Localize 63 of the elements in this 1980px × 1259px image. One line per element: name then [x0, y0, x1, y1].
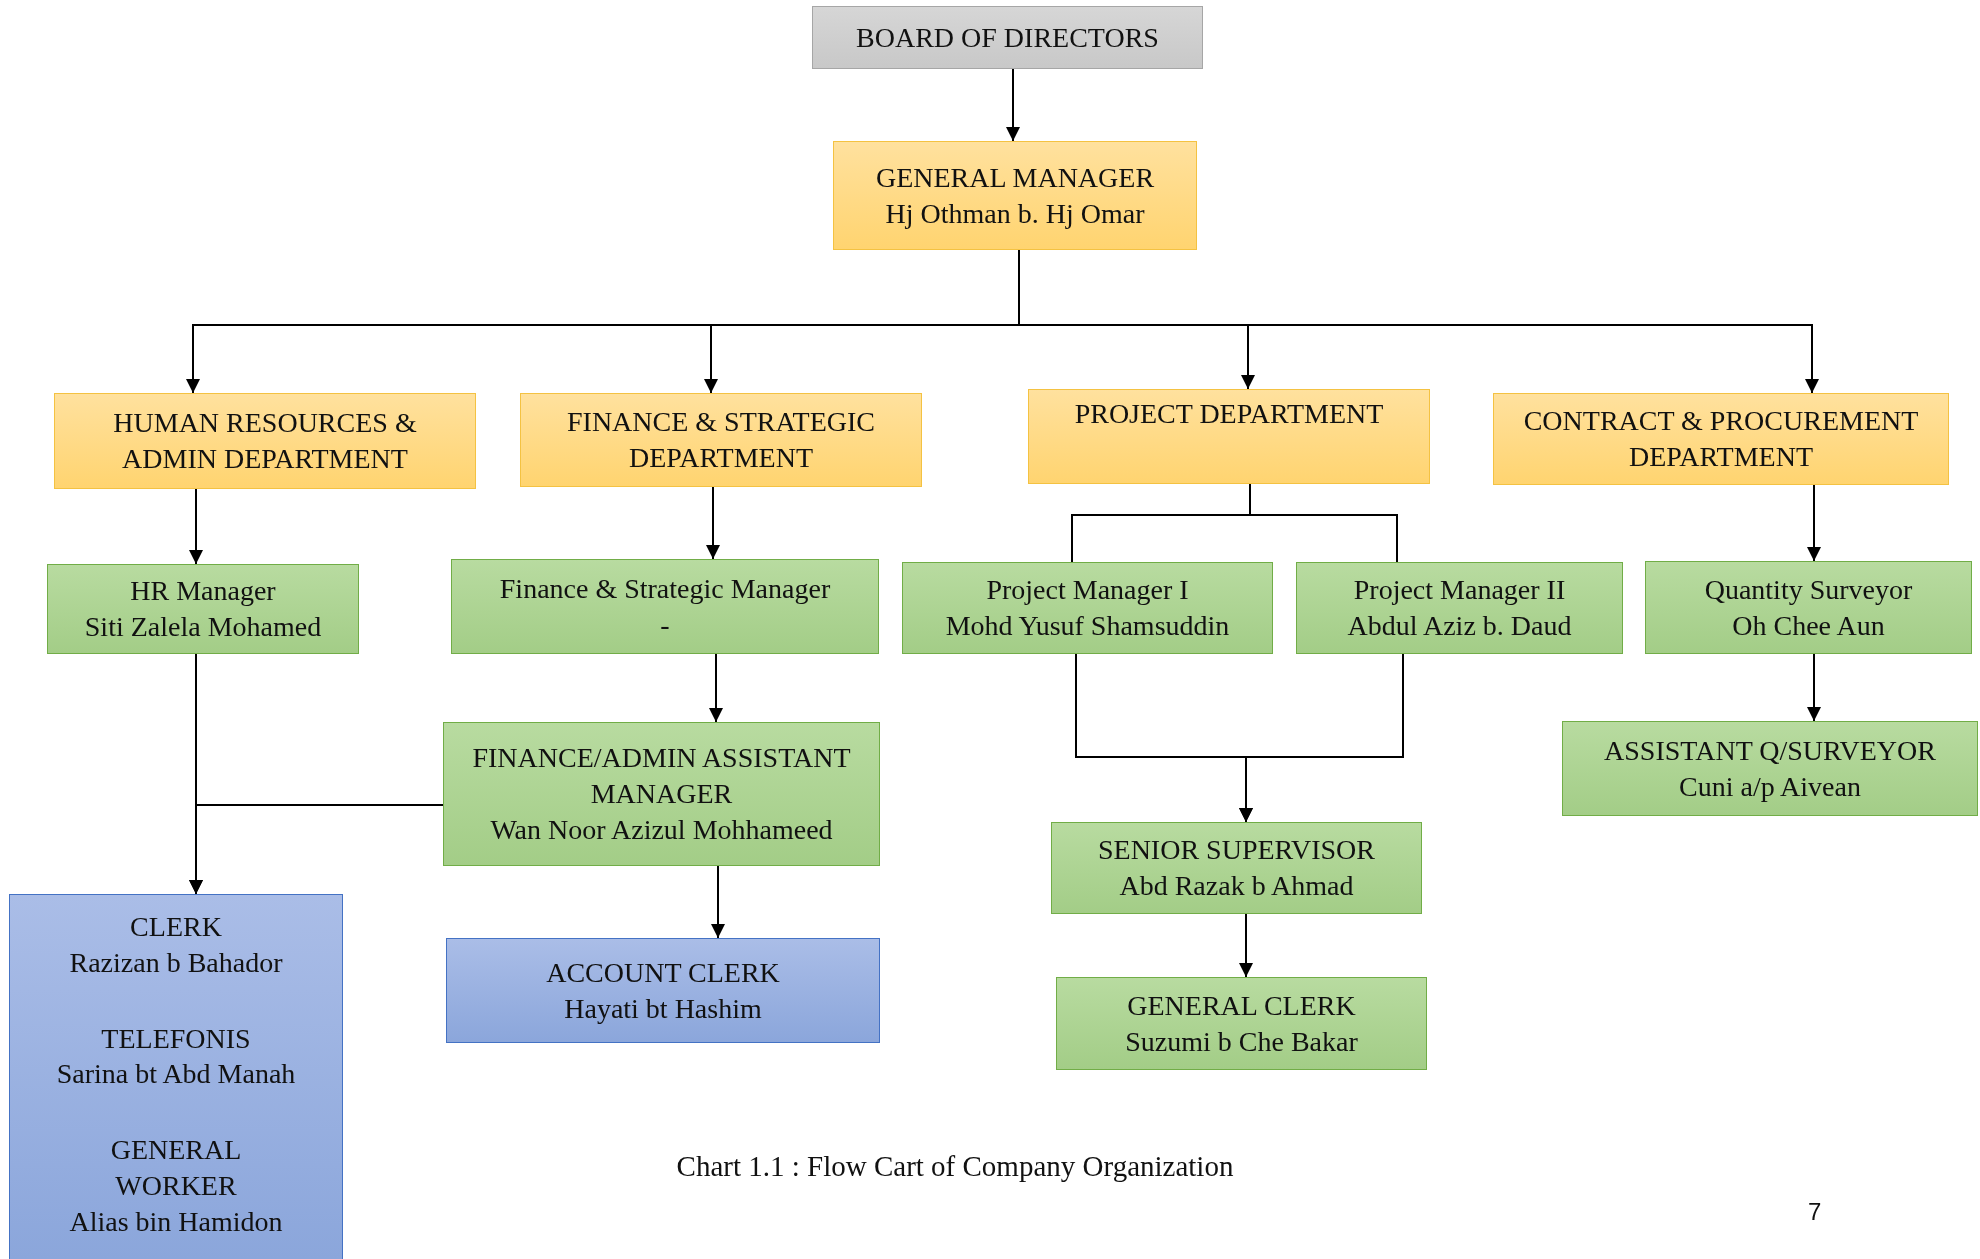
person-name: Siti Zalela Mohamed: [84, 610, 322, 644]
person-name: -: [660, 607, 670, 642]
org-box: [451, 559, 879, 654]
role-title: HR Manager: [130, 574, 276, 609]
person-name: Hayati bt Hashim: [564, 991, 762, 1026]
role-title: Project Manager I: [986, 573, 1189, 608]
person-name: Abd Razak b Ahmad: [1119, 869, 1354, 903]
unit-title: HUMAN RESOURCES & ADMIN DEPARTMENT: [112, 406, 418, 476]
arrow: [1006, 68, 1020, 142]
person-name: Abdul Aziz b. Daud: [1347, 609, 1572, 643]
arrow: [189, 488, 203, 565]
role-title: ACCOUNT CLERK: [546, 955, 780, 990]
arrow: [189, 804, 444, 895]
arrow: [1239, 653, 1404, 823]
role-title: Finance & Strategic Manager: [499, 571, 831, 606]
arrow: [1239, 913, 1253, 978]
role-title: Project Manager II: [1353, 573, 1566, 608]
arrow: [709, 653, 723, 723]
person-name: Cuni a/p Aivean: [1679, 769, 1861, 804]
unit-title: PROJECT DEPARTMENT: [1074, 397, 1384, 431]
chart-caption: Chart 1.1 : Flow Cart of Company Organization: [675, 1150, 1235, 1183]
person-name: Sarina bt Abd Manah: [56, 1057, 296, 1092]
arrow: [706, 486, 720, 560]
person-name: Suzumi b Che Bakar: [1125, 1024, 1358, 1059]
org-box: [9, 894, 343, 1259]
person-name: Mohd Yusuf Shamsuddin: [945, 609, 1230, 643]
role-title: TELEFONIS: [101, 1021, 251, 1056]
arrow: [711, 865, 725, 939]
person-name: Alias bin Hamidon: [69, 1204, 283, 1239]
org-box: [54, 393, 476, 489]
role-title: CLERK: [130, 910, 222, 944]
org-box: [812, 6, 1203, 69]
org-box: [1296, 562, 1623, 654]
org-box: [443, 722, 880, 866]
role-title: Quantity Surveyor: [1704, 572, 1913, 607]
org-box: [446, 938, 880, 1043]
unit-title: CONTRACT & PROCUREMENT DEPARTMENT: [1522, 404, 1920, 474]
person-name: Razizan b Bahador: [69, 945, 283, 980]
person-name: Hj Othman b. Hj Omar: [885, 196, 1145, 231]
org-box: [520, 393, 922, 487]
org-box: [1056, 977, 1427, 1070]
org-box: [902, 562, 1273, 654]
org-box: [47, 564, 359, 654]
role-title: GENERAL MANAGER: [875, 160, 1155, 195]
role-title: GENERAL CLERK: [1127, 988, 1356, 1023]
org-box: [833, 141, 1197, 250]
unit-title: FINANCE & STRATEGIC DEPARTMENT: [566, 405, 876, 475]
role-title: SENIOR SUPERVISOR: [1097, 833, 1375, 868]
person-name: Wan Noor Azizul Mohhameed: [490, 812, 833, 847]
org-box: [1562, 721, 1978, 816]
unit-title: BOARD OF DIRECTORS: [856, 20, 1159, 55]
role-title: GENERAL WORKER: [109, 1133, 243, 1204]
org-box: [1645, 561, 1972, 654]
person-name: Oh Chee Aun: [1732, 608, 1885, 643]
connector-line: [1249, 483, 1398, 563]
role-title: ASSISTANT Q/SURVEYOR: [1604, 733, 1936, 768]
arrow: [1807, 653, 1821, 722]
org-box: [1028, 389, 1430, 484]
org-box: [1493, 393, 1949, 485]
org-box: [1051, 822, 1422, 914]
arrow: [1807, 484, 1821, 562]
role-title: FINANCE/ADMIN ASSISTANT MANAGER: [471, 741, 852, 812]
page-number: 7: [1808, 1198, 1822, 1226]
